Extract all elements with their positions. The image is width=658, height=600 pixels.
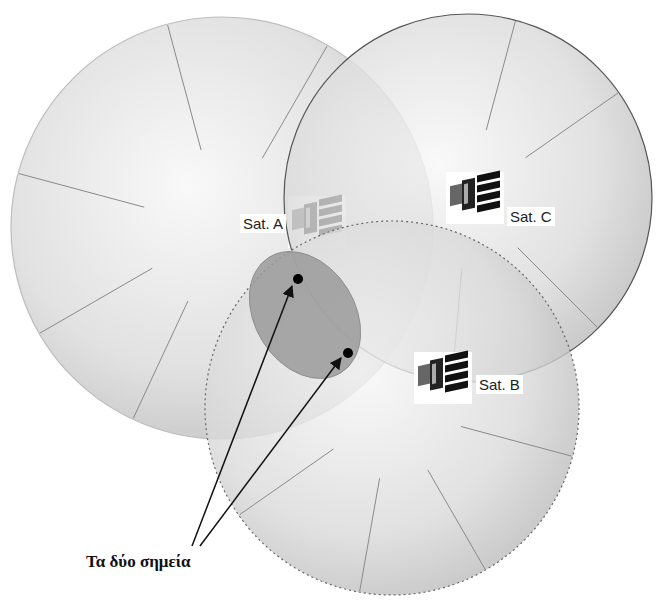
satellite-icon: [414, 351, 472, 404]
range-ray: [428, 470, 485, 569]
satellite-label: Sat. C: [507, 207, 555, 226]
range-ray: [526, 93, 618, 158]
points-label: Τα δύο σημεία: [86, 552, 191, 572]
point-marker: [343, 348, 353, 358]
intersection-region: [227, 231, 384, 399]
leader-arrow: [192, 286, 292, 546]
range-ray: [168, 25, 202, 150]
leader-arrow: [200, 358, 341, 546]
range-ray: [240, 449, 334, 515]
satellite-label: Sat. B: [476, 375, 523, 394]
range-ray: [19, 174, 144, 208]
range-ray: [461, 426, 572, 456]
point-marker: [293, 274, 303, 284]
range-ray: [360, 478, 380, 591]
signal-sphere: [205, 221, 579, 595]
range-ray: [40, 268, 152, 333]
satellite-label: Sat. A: [240, 214, 286, 233]
range-ray: [133, 301, 188, 418]
range-ray: [486, 21, 515, 130]
satellite-icon: [446, 171, 504, 224]
